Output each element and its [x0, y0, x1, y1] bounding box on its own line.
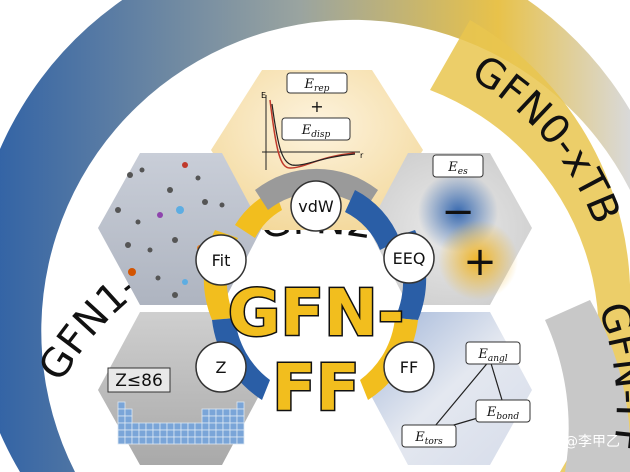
e-rep-label: Erep: [304, 77, 330, 94]
z-node: Z: [195, 341, 247, 393]
e-tors-label: Etors: [414, 430, 443, 447]
plus-sign: +: [463, 239, 497, 285]
center-title-line1: GFN-: [228, 277, 404, 351]
e-bond-label: Ebond: [486, 405, 519, 422]
vdw-plus: +: [310, 97, 323, 116]
potential-plot: E r: [261, 91, 364, 170]
axis-e: E: [261, 91, 266, 100]
vdw-node: vdW: [290, 180, 342, 232]
e-angl-label: Eangl: [477, 347, 507, 364]
fit-node-label: Fit: [212, 251, 231, 270]
z-node-label: Z: [216, 358, 227, 377]
eeq-panel: Ees − +: [368, 153, 532, 305]
molecule-atoms: [115, 162, 225, 298]
ff-node: FF: [383, 341, 435, 393]
axis-r: r: [360, 151, 364, 160]
vdw-node-label: vdW: [298, 197, 334, 216]
ff-node-label: FF: [400, 358, 418, 377]
watermark: 知乎 @李甲乙: [532, 433, 620, 450]
eeq-node: EEQ: [383, 232, 435, 284]
e-es-label: Ees: [447, 160, 468, 177]
z-label: Z≤86: [115, 371, 163, 391]
periodic-table-icon: [117, 401, 245, 445]
eeq-node-label: EEQ: [393, 249, 426, 268]
minus-sign: −: [441, 189, 475, 235]
fit-node: Fit: [195, 234, 247, 286]
e-disp-label: Edisp: [301, 123, 331, 140]
center-title-line2: FF: [272, 352, 359, 426]
